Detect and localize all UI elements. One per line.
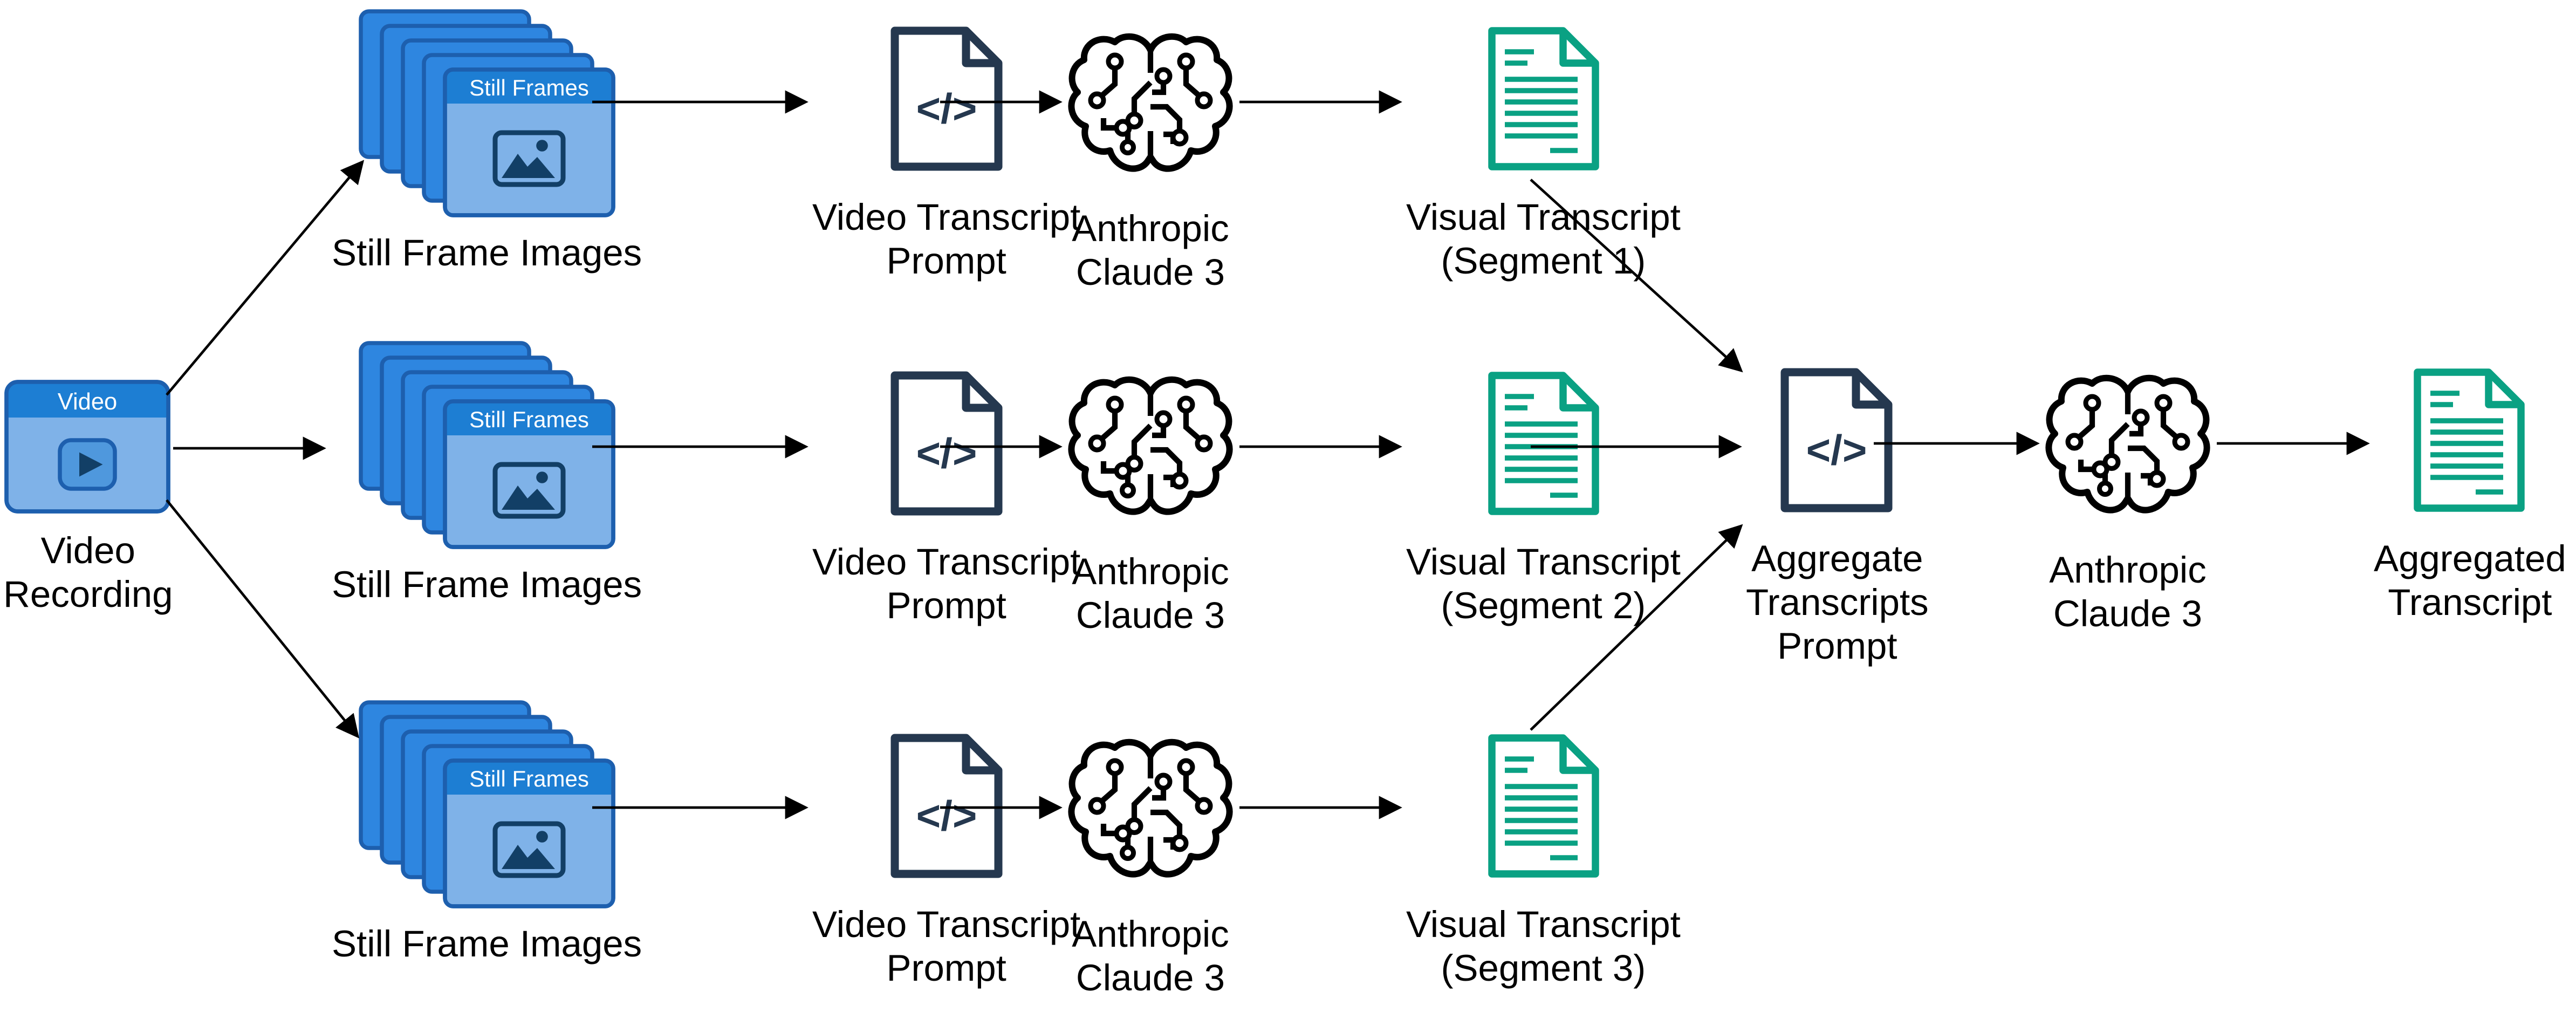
claude-model-label: Anthropic Claude 3 xyxy=(1072,207,1229,293)
still-frames-header-label: Still Frames xyxy=(469,75,589,100)
still-frames-node-1: Still Frames Still Frame Images xyxy=(332,8,642,275)
still-frames-stack-icon: Still Frames xyxy=(358,9,615,217)
still-frames-label: Still Frame Images xyxy=(332,231,642,273)
claude-model-node-aggregate: Anthropic Claude 3 xyxy=(2044,369,2212,635)
code-glyph: </> xyxy=(916,85,977,132)
video-recording-label: Video Recording xyxy=(3,529,173,615)
aggregated-transcript-node: Aggregated Transcript xyxy=(2374,366,2566,624)
still-frames-node-2: Still Frames Still Frame Images xyxy=(332,340,642,607)
video-transcript-prompt-label: Video Transcript Prompt xyxy=(812,541,1081,626)
code-glyph: </> xyxy=(916,792,977,839)
text-document-icon xyxy=(1488,734,1599,878)
code-document-icon: </> xyxy=(890,371,1003,516)
aggregated-transcript-label: Aggregated Transcript xyxy=(2374,537,2566,623)
video-header-label: Video xyxy=(58,389,118,415)
claude-model-label: Anthropic Claude 3 xyxy=(2049,549,2207,634)
visual-transcript-label: Visual Transcript (Segment 3) xyxy=(1406,903,1681,989)
still-frames-node-3: Still Frames Still Frame Images xyxy=(332,699,642,966)
claude-model-node-2: Anthropic Claude 3 xyxy=(1066,371,1235,637)
picture-icon xyxy=(492,130,566,187)
video-player-icon: Video xyxy=(5,380,172,514)
brain-circuit-icon xyxy=(2045,374,2210,514)
code-document-icon: </> xyxy=(890,734,1003,878)
code-glyph: </> xyxy=(916,429,977,477)
still-frames-label: Still Frame Images xyxy=(332,563,642,605)
arrow xyxy=(166,499,360,739)
video-transcript-prompt-node-2: </> Video Transcript Prompt xyxy=(812,369,1080,627)
video-transcript-prompt-label: Video Transcript Prompt xyxy=(812,903,1081,989)
visual-transcript-node-2: Visual Transcript (Segment 2) xyxy=(1406,369,1681,627)
still-frames-header-label: Still Frames xyxy=(469,407,589,432)
brain-circuit-icon xyxy=(1068,376,1233,515)
visual-transcript-label: Visual Transcript (Segment 2) xyxy=(1406,541,1681,626)
aggregate-prompt-node: </> Aggregate Transcripts Prompt xyxy=(1746,366,1929,668)
brain-circuit-icon xyxy=(1068,33,1233,172)
claude-model-node-1: Anthropic Claude 3 xyxy=(1066,28,1235,294)
picture-icon xyxy=(492,821,566,878)
still-frames-stack-icon: Still Frames xyxy=(358,700,615,908)
visual-transcript-node-1: Visual Transcript (Segment 1) xyxy=(1406,24,1681,283)
brain-circuit-icon xyxy=(1068,739,1233,878)
claude-model-label: Anthropic Claude 3 xyxy=(1072,913,1229,999)
picture-icon xyxy=(492,462,566,519)
code-document-icon: </> xyxy=(1781,368,1893,512)
visual-transcript-label: Visual Transcript (Segment 1) xyxy=(1406,196,1681,282)
video-recording-node: Video Video Recording xyxy=(3,379,173,616)
visual-transcript-node-3: Visual Transcript (Segment 3) xyxy=(1406,731,1681,990)
video-transcript-prompt-node-1: </> Video Transcript Prompt xyxy=(812,24,1080,283)
code-glyph: </> xyxy=(1807,426,1868,474)
aggregate-prompt-label: Aggregate Transcripts Prompt xyxy=(1746,537,1929,667)
still-frames-header-label: Still Frames xyxy=(469,766,589,791)
text-document-icon xyxy=(1488,372,1599,515)
claude-model-node-3: Anthropic Claude 3 xyxy=(1066,733,1235,1000)
text-document-icon xyxy=(2414,368,2526,512)
video-transcript-prompt-label: Video Transcript Prompt xyxy=(812,196,1081,282)
code-document-icon: </> xyxy=(890,26,1003,171)
still-frames-stack-icon: Still Frames xyxy=(358,341,615,549)
claude-model-label: Anthropic Claude 3 xyxy=(1072,550,1229,636)
play-icon xyxy=(80,452,104,477)
text-document-icon xyxy=(1488,27,1599,170)
still-frames-label: Still Frame Images xyxy=(332,922,642,965)
video-transcript-prompt-node-3: </> Video Transcript Prompt xyxy=(812,731,1080,990)
